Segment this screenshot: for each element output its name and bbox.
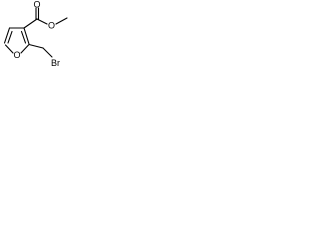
ester-group [23,7,68,29]
bond-c4-c5 [3,27,11,44]
bond-ch2-br [42,47,53,58]
carbonyl-oxygen-label: O [34,0,41,10]
bond-o-methyl [55,17,68,25]
molecule-structure: O O O Br [3,0,68,68]
bond-carbonyl-o-single [36,18,48,25]
bond-c2-c3-double [20,30,27,44]
bond-c4-c5-double [7,30,13,44]
furan-ring [3,27,30,54]
bond-c2-c3 [23,27,30,45]
bond-c2-ch2 [28,43,44,49]
bond-c5-o1 [4,44,14,54]
bond-c3-carbonyl [23,18,38,29]
bromine-label: Br [51,58,60,68]
bromomethyl-group [28,43,53,58]
ester-oxygen-label: O [48,21,55,31]
ring-oxygen-label: O [14,50,21,60]
bond-o1-c2 [20,44,30,54]
